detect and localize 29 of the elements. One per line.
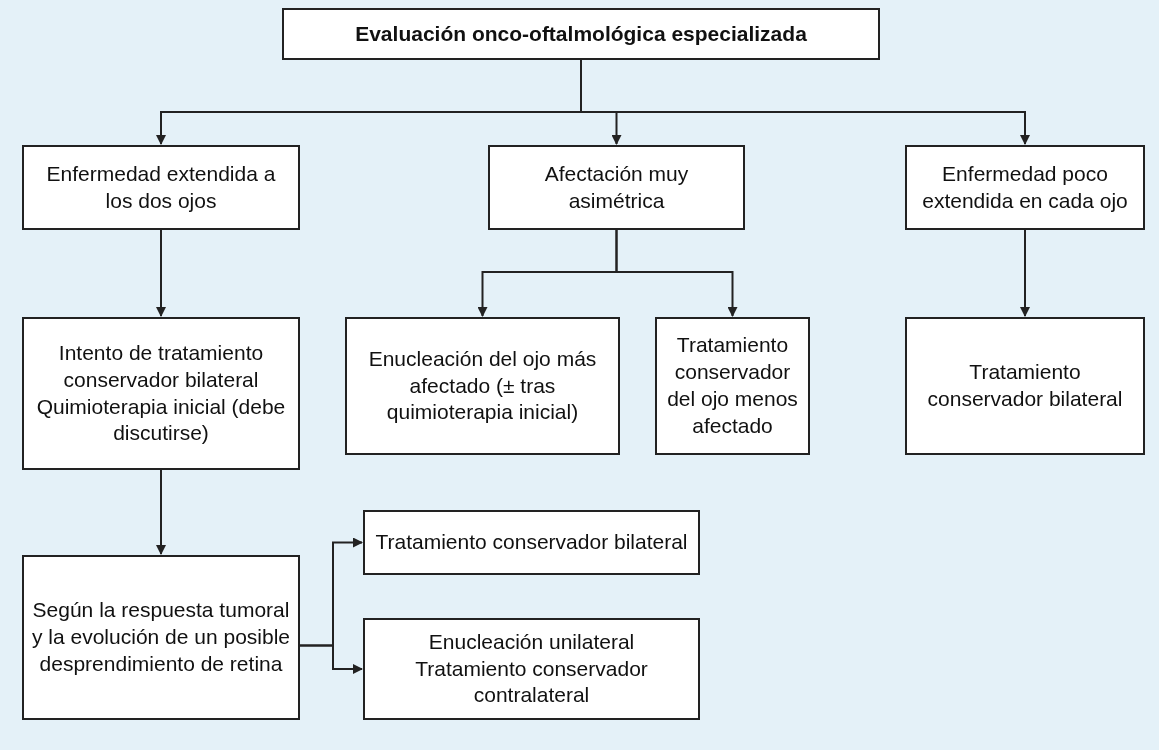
box-text: Tratamiento conservador bilateral	[375, 529, 688, 556]
box-text: Tratamiento conservador del ojo menos afectado	[666, 332, 799, 439]
arrow	[156, 469, 166, 555]
process-box	[22, 317, 300, 470]
arrow	[615, 229, 738, 317]
box-text: Según la respuesta tumoral y la evolución de un posible desprendimiento de retina	[32, 597, 290, 677]
box-text: Enucleación unilateral	[428, 628, 635, 655]
arrow	[156, 229, 166, 317]
box-text: Afectación muy asimétrica	[543, 160, 690, 214]
process-box	[22, 555, 300, 720]
process-box	[345, 317, 620, 455]
process-box	[22, 145, 300, 230]
box-text: Enfermedad poco extendida en cada ojo	[921, 160, 1129, 214]
box-text: Tratamiento conservador contralateral	[414, 655, 649, 709]
process-box	[655, 317, 810, 455]
box-text: Enfermedad extendida a los dos ojos	[45, 160, 277, 214]
process-box	[363, 618, 700, 720]
box-text: Intento de tratamiento conservador bilateral	[57, 339, 265, 393]
box-text: Tratamiento conservador bilateral	[926, 359, 1124, 412]
box-text: Enucleación del ojo más afectado (± tras quimioterapia inicial)	[367, 345, 598, 426]
box-text: Quimioterapia inicial (debe discutirse)	[35, 393, 287, 447]
title-box	[282, 8, 880, 60]
process-box	[363, 510, 700, 575]
process-box	[905, 317, 1145, 455]
arrow	[299, 644, 363, 674]
process-box	[488, 145, 745, 230]
arrow	[1020, 229, 1030, 317]
process-box	[905, 145, 1145, 230]
title-text: Evaluación onco-oftalmológica especializada	[355, 20, 807, 47]
